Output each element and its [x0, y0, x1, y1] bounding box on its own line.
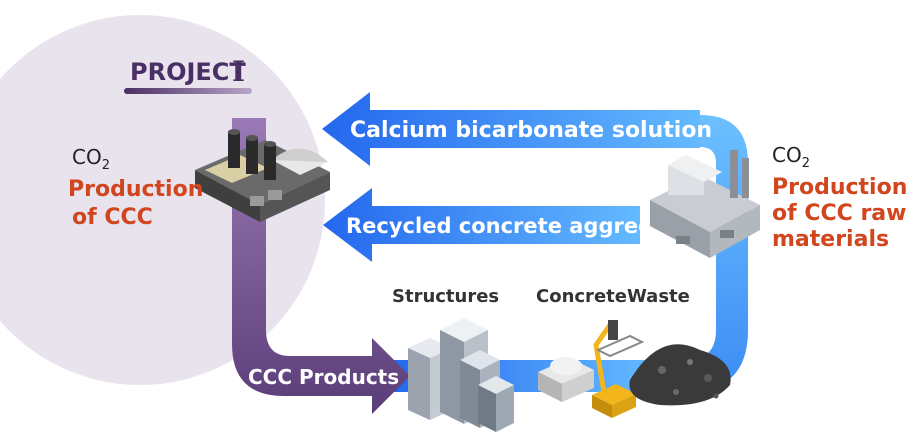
project-title: PROJECT [130, 58, 246, 86]
structures-label: Structures [392, 286, 499, 307]
concrete-waste-label: ConcreteWaste [536, 286, 690, 307]
blue-loop-right [640, 115, 748, 392]
concrete-waste-illustration [538, 320, 731, 418]
raw-materials-factory-illustration [650, 150, 760, 258]
left-co2-label: CO2 [72, 145, 110, 173]
left-production-line2: of CCC [72, 205, 153, 230]
flow-label-top: Calcium bicarbonate solution [350, 118, 712, 143]
arrow-calcium-bicarbonate [322, 92, 700, 166]
project-underline [124, 88, 252, 94]
right-production-line2: of CCC raw [772, 201, 906, 226]
arrow-recycled-aggregate [323, 188, 640, 262]
flow-label-middle: Recycled concrete aggregate [346, 214, 692, 238]
ccc-factory-illustration [195, 129, 330, 222]
right-production-line1: Production [772, 175, 907, 200]
left-production-line1: Production [68, 177, 203, 202]
right-co2-label: CO2 [772, 143, 810, 171]
right-production-line3: materials [772, 227, 889, 252]
project-numeral: I [232, 55, 245, 88]
flow-label-bottom: CCC Products [248, 365, 399, 389]
structures-illustration [408, 318, 514, 432]
